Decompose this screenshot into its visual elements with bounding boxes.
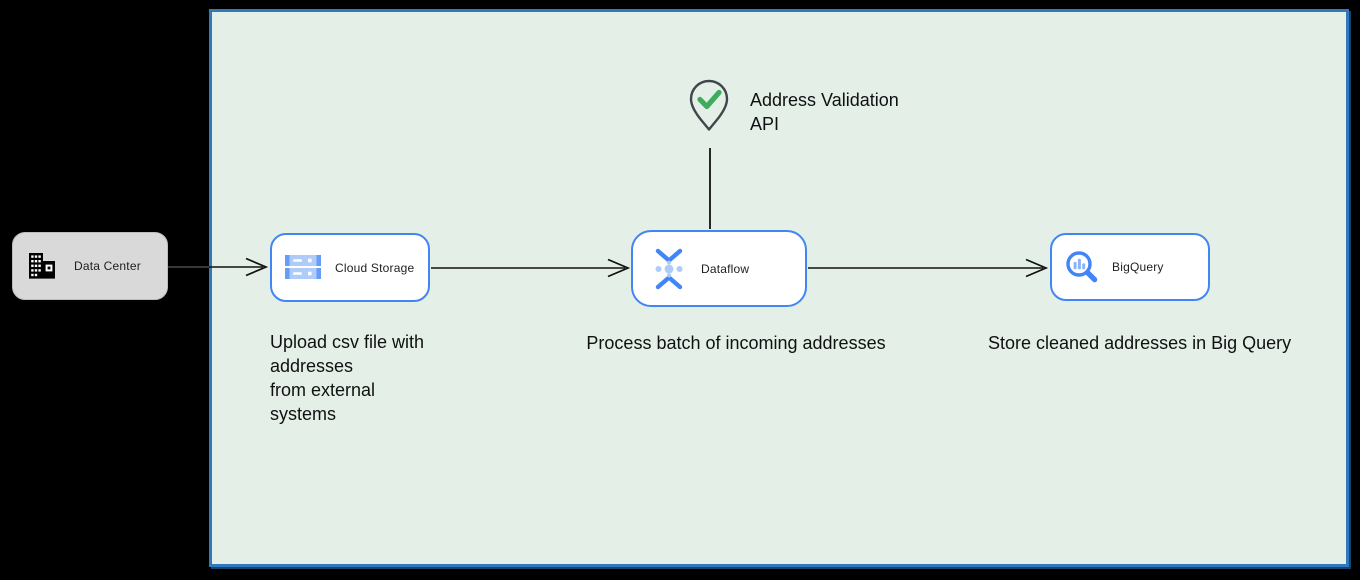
node-data-center-label: Data Center <box>74 259 141 273</box>
node-cloud-storage-label: Cloud Storage <box>335 260 415 275</box>
node-bigquery-label: BigQuery <box>1112 260 1164 274</box>
dataflow-icon <box>650 248 688 290</box>
cloud-storage-icon <box>285 254 321 281</box>
building-icon <box>28 252 58 280</box>
bigquery-icon <box>1064 249 1100 285</box>
node-dataflow-label: Dataflow <box>701 261 750 276</box>
node-cloud-storage[interactable]: Cloud Storage <box>270 233 430 302</box>
location-pin-check-icon[interactable] <box>688 79 730 135</box>
node-bigquery[interactable]: BigQuery <box>1050 233 1210 301</box>
caption-cloud-storage: Upload csv file with addresses from exte… <box>270 332 425 424</box>
node-dataflow[interactable]: Dataflow <box>631 230 807 307</box>
caption-dataflow: Process batch of incoming addresses <box>586 333 886 353</box>
node-data-center[interactable]: Data Center <box>12 232 168 300</box>
annotation-address-validation-api: Address Validation API <box>750 90 899 134</box>
caption-bigquery: Store cleaned addresses in Big Query <box>988 333 1292 353</box>
